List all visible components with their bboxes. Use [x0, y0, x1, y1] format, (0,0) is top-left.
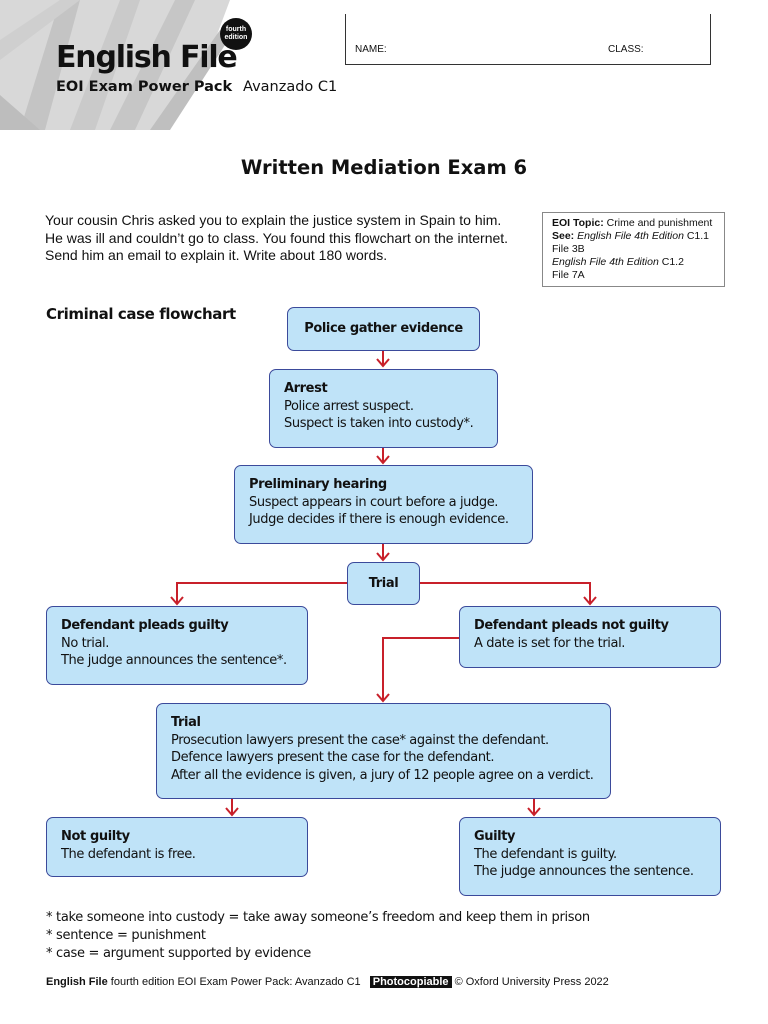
ref1-level: C1.1: [686, 230, 710, 242]
not-guilty-line: The defendant is free.: [61, 846, 196, 862]
arrest-title: Arrest: [284, 381, 328, 396]
topic-label: EOI Topic:: [552, 217, 604, 229]
arrowhead-hearing: [376, 455, 390, 465]
arrowhead-trial: [376, 693, 390, 703]
flow-box-police-gather-evidence: Police gather evidence: [287, 307, 480, 351]
guilty-title: Guilty: [474, 829, 516, 844]
arrowhead-guilty: [527, 807, 541, 817]
arrowhead-not-guilty-plea: [583, 596, 597, 606]
topic-value: Crime and punishment: [606, 217, 713, 229]
brand-title: English File: [56, 40, 238, 75]
footnote: * case = argument supported by evidence: [46, 946, 311, 961]
photocopiable-badge: Photocopiable: [369, 976, 452, 988]
footer-text: fourth edition EOI Exam Power Pack: Avan…: [110, 976, 361, 988]
trial-title: Trial: [171, 715, 201, 730]
ref2-file: File 7A: [552, 269, 585, 281]
flow-box-arrest: Arrest Police arrest suspect. Suspect is…: [269, 369, 498, 448]
flow-box-pleads-guilty: Defendant pleads guilty No trial. The ju…: [46, 606, 308, 685]
flow-box-trial-label: Trial: [347, 562, 420, 605]
trial-line: Defence lawyers present the case for the…: [171, 750, 495, 765]
arrest-line: Police arrest suspect.: [284, 398, 414, 414]
guilty-plea-title: Defendant pleads guilty: [61, 618, 229, 633]
page-title: Written Mediation Exam 6: [240, 156, 528, 179]
hearing-line: Suspect appears in court before a judge.: [249, 494, 499, 510]
badge-line1: fourth: [225, 26, 247, 33]
flow-box-not-guilty: Not guilty The defendant is free.: [46, 817, 308, 877]
not-guilty-plea-line: A date is set for the trial.: [474, 635, 626, 651]
arrow-trial-to-guilty-plea: [176, 582, 348, 603]
arrowhead-not-guilty: [225, 807, 239, 817]
guilty-line: The defendant is guilty.: [474, 846, 617, 862]
topic-box: EOI Topic: Crime and punishment See: Eng…: [542, 212, 725, 287]
flowchart-heading: Criminal case flowchart: [46, 305, 236, 323]
see-label: See:: [552, 230, 575, 242]
trial-line: After all the evidence is given, a jury …: [171, 767, 594, 783]
flow-box-guilty: Guilty The defendant is guilty. The judg…: [459, 817, 721, 896]
flow-box-preliminary-hearing: Preliminary hearing Suspect appears in c…: [234, 465, 533, 544]
page-footer: English File fourth edition EOI Exam Pow…: [46, 976, 609, 988]
ref1-file: File 3B: [552, 243, 585, 255]
edition-badge: fourth edition: [220, 18, 252, 50]
ref1-book: English File 4th Edition: [577, 230, 684, 242]
footnotes: * take someone into custody = take away …: [46, 909, 590, 963]
footnote: * sentence = punishment: [46, 928, 206, 943]
badge-line2: edition: [224, 34, 248, 41]
arrowhead-trial-label: [376, 552, 390, 562]
task-instructions: Your cousin Chris asked you to explain t…: [45, 212, 509, 263]
ref2-book: English File 4th Edition: [552, 256, 659, 268]
arrowhead-guilty-plea: [170, 596, 184, 606]
flow-box-trial: Trial Prosecution lawyers present the ca…: [156, 703, 611, 799]
brand-subtitle: EOI Exam Power Pack: [56, 79, 233, 95]
trial-label: Trial: [368, 575, 399, 591]
arrow-not-guilty-plea-to-trial: [382, 637, 459, 700]
police-label: Police gather evidence: [304, 321, 463, 337]
not-guilty-title: Not guilty: [61, 829, 130, 844]
arrest-line: Suspect is taken into custody*.: [284, 416, 474, 431]
footnote: * take someone into custody = take away …: [46, 910, 590, 925]
name-label: NAME:: [355, 44, 387, 55]
header-sunburst-graphic: [0, 0, 250, 135]
name-class-box: [345, 14, 711, 65]
guilty-plea-line: The judge announces the sentence*.: [61, 653, 287, 668]
footer-copyright: © Oxford University Press 2022: [454, 976, 609, 988]
arrowhead-arrest: [376, 358, 390, 368]
guilty-plea-line: No trial.: [61, 635, 109, 651]
class-label: CLASS:: [608, 44, 644, 55]
hearing-title: Preliminary hearing: [249, 477, 387, 492]
hearing-line: Judge decides if there is enough evidenc…: [249, 512, 509, 527]
not-guilty-plea-title: Defendant pleads not guilty: [474, 618, 669, 633]
trial-line: Prosecution lawyers present the case* ag…: [171, 732, 549, 748]
flow-box-pleads-not-guilty: Defendant pleads not guilty A date is se…: [459, 606, 721, 668]
footer-brand: English File: [46, 976, 108, 988]
brand-level: Avanzado C1: [243, 79, 338, 95]
ref2-level: C1.2: [661, 256, 684, 268]
guilty-line: The judge announces the sentence.: [474, 864, 694, 879]
arrow-trial-to-not-guilty-plea: [420, 582, 591, 603]
